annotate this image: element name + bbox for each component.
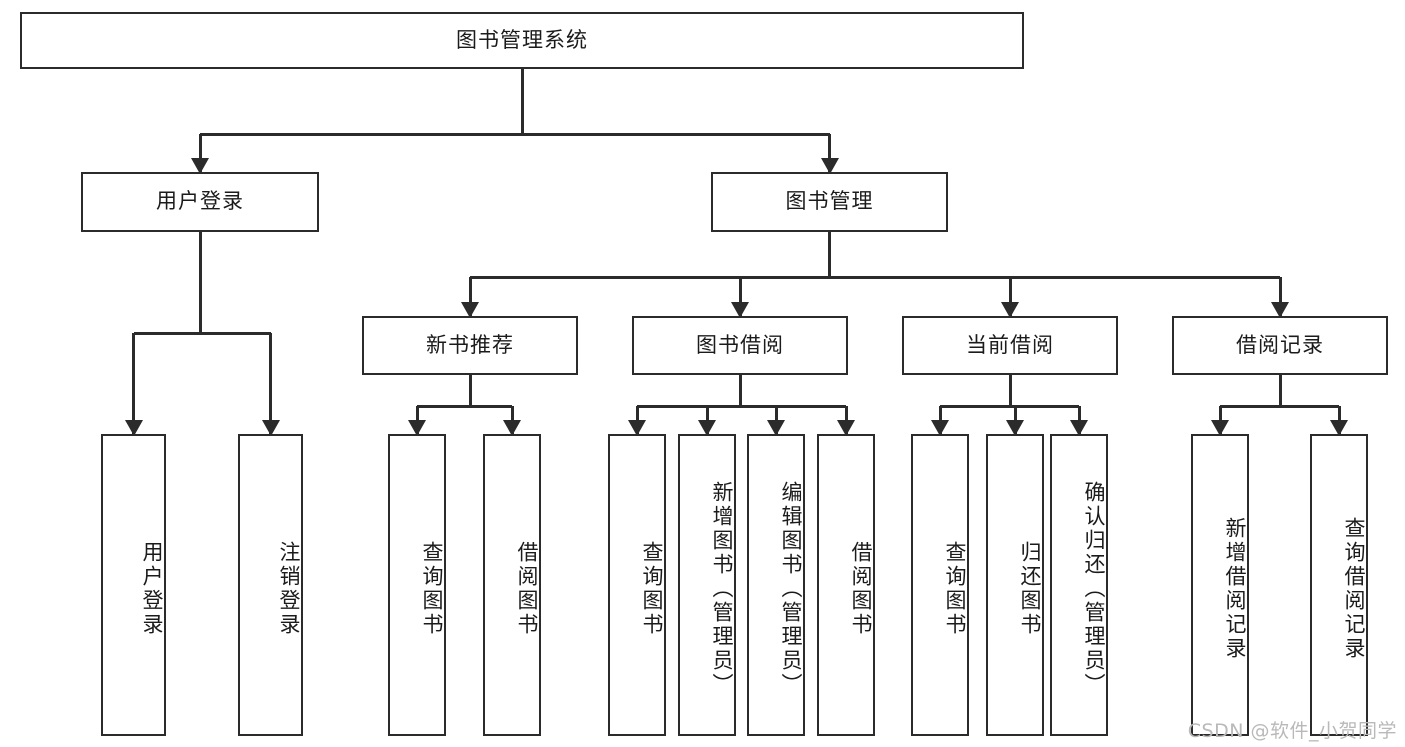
node-leaf-borrow-book[interactable]: 借阅图书 bbox=[817, 434, 875, 736]
node-label: 新增图书（管理员） bbox=[710, 481, 734, 697]
node-user-login[interactable]: 用户登录 bbox=[81, 172, 319, 232]
node-label: 借阅图书 bbox=[515, 541, 539, 637]
node-label: 用户登录 bbox=[140, 541, 164, 637]
node-leaf-add-borrow-record[interactable]: 新增借阅记录 bbox=[1191, 434, 1249, 736]
node-label: 用户登录 bbox=[156, 189, 244, 214]
node-label: 查询借阅记录 bbox=[1342, 517, 1366, 661]
node-leaf-confirm-return-admin[interactable]: 确认归还（管理员） bbox=[1050, 434, 1108, 736]
node-label: 当前借阅 bbox=[966, 332, 1054, 357]
node-leaf-query-book-recommendation[interactable]: 查询图书 bbox=[388, 434, 446, 736]
connector-book-manage-trunk bbox=[828, 232, 831, 277]
arrowhead-to-current-borrow bbox=[1001, 302, 1019, 318]
connector-book-manage-drop-3 bbox=[1008, 277, 1012, 316]
arrowhead-to-leaf-borrow-book-2 bbox=[837, 420, 855, 436]
arrowhead-to-book-borrow bbox=[731, 302, 749, 318]
connector-book-borrow-trunk bbox=[738, 375, 742, 406]
node-label: 新书推荐 bbox=[426, 332, 514, 357]
arrowhead-to-book-manage bbox=[820, 158, 839, 174]
arrowhead-to-leaf-query-record bbox=[1330, 420, 1348, 436]
connector-book-manage-drop-2 bbox=[738, 277, 742, 316]
node-leaf-return-book[interactable]: 归还图书 bbox=[986, 434, 1044, 736]
node-leaf-add-book-admin[interactable]: 新增图书（管理员） bbox=[678, 434, 736, 736]
arrowhead-to-leaf-confirm-return bbox=[1070, 420, 1088, 436]
connector-title-trunk bbox=[520, 69, 524, 134]
node-label: 借阅记录 bbox=[1236, 332, 1324, 357]
node-label: 图书管理 bbox=[785, 189, 874, 214]
connector-user-login-drop-2 bbox=[269, 333, 272, 434]
node-book-management-system[interactable]: 图书管理系统 bbox=[20, 12, 1024, 69]
connector-book-borrow-bar bbox=[637, 404, 846, 408]
node-label: 图书借阅 bbox=[696, 332, 784, 357]
node-leaf-query-book-current[interactable]: 查询图书 bbox=[911, 434, 969, 736]
arrowhead-to-leaf-add-record bbox=[1211, 420, 1229, 436]
node-label: 确认归还（管理员） bbox=[1082, 481, 1106, 697]
connector-current-borrow-bar bbox=[940, 404, 1079, 408]
arrowhead-to-leaf-user-login bbox=[124, 420, 143, 436]
arrowhead-to-leaf-query-book-2 bbox=[628, 420, 646, 436]
connector-new-book-rec-bar bbox=[417, 404, 512, 408]
node-label: 注销登录 bbox=[277, 541, 301, 637]
node-current-borrow[interactable]: 当前借阅 bbox=[902, 316, 1118, 375]
arrowhead-to-leaf-add-book bbox=[698, 420, 716, 436]
node-leaf-user-login[interactable]: 用户登录 bbox=[101, 434, 166, 736]
node-book-borrow[interactable]: 图书借阅 bbox=[632, 316, 848, 375]
node-label: 图书管理系统 bbox=[456, 27, 588, 52]
connector-new-book-rec-trunk bbox=[468, 375, 472, 406]
arrowhead-to-leaf-return-book bbox=[1006, 420, 1024, 436]
connector-borrow-record-trunk bbox=[1278, 375, 1282, 406]
arrowhead-to-user-login bbox=[191, 158, 209, 174]
node-leaf-borrow-book-recommendation[interactable]: 借阅图书 bbox=[483, 434, 541, 736]
connector-title-right-drop bbox=[828, 134, 831, 172]
arrowhead-to-new-book-rec bbox=[461, 302, 479, 318]
connector-user-login-bar bbox=[133, 331, 271, 335]
arrowhead-to-leaf-edit-book bbox=[767, 420, 785, 436]
connector-title-bar bbox=[200, 132, 830, 136]
connector-current-borrow-trunk bbox=[1008, 375, 1012, 406]
node-label: 查询图书 bbox=[640, 541, 664, 637]
connector-user-login-drop-1 bbox=[132, 333, 135, 434]
node-label: 归还图书 bbox=[1018, 541, 1042, 637]
connector-book-manage-drop-1 bbox=[468, 277, 472, 316]
node-leaf-query-book-borrow[interactable]: 查询图书 bbox=[608, 434, 666, 736]
node-borrow-record[interactable]: 借阅记录 bbox=[1172, 316, 1388, 375]
arrowhead-to-leaf-user-logout bbox=[261, 420, 280, 436]
connector-user-login-trunk bbox=[198, 232, 202, 333]
node-leaf-query-borrow-record[interactable]: 查询借阅记录 bbox=[1310, 434, 1368, 736]
arrowhead-to-leaf-query-book-1 bbox=[408, 420, 426, 436]
node-book-management[interactable]: 图书管理 bbox=[711, 172, 948, 232]
connector-borrow-record-bar bbox=[1220, 404, 1339, 408]
node-label: 编辑图书（管理员） bbox=[779, 481, 803, 697]
arrowhead-to-leaf-query-book-3 bbox=[931, 420, 949, 436]
node-label: 新增借阅记录 bbox=[1223, 517, 1247, 661]
node-label: 借阅图书 bbox=[849, 541, 873, 637]
node-label: 查询图书 bbox=[420, 541, 444, 637]
arrowhead-to-leaf-borrow-book-1 bbox=[503, 420, 521, 436]
node-leaf-edit-book-admin[interactable]: 编辑图书（管理员） bbox=[747, 434, 805, 736]
node-label: 查询图书 bbox=[943, 541, 967, 637]
csdn-watermark: CSDN @软件_小贺同学 bbox=[1187, 720, 1397, 742]
node-new-book-recommendation[interactable]: 新书推荐 bbox=[362, 316, 578, 375]
node-leaf-user-logout[interactable]: 注销登录 bbox=[238, 434, 303, 736]
connector-book-manage-bar bbox=[470, 275, 1280, 279]
connector-title-left-drop bbox=[198, 134, 202, 172]
arrowhead-to-borrow-record bbox=[1271, 302, 1289, 318]
connector-book-manage-drop-4 bbox=[1278, 277, 1282, 316]
